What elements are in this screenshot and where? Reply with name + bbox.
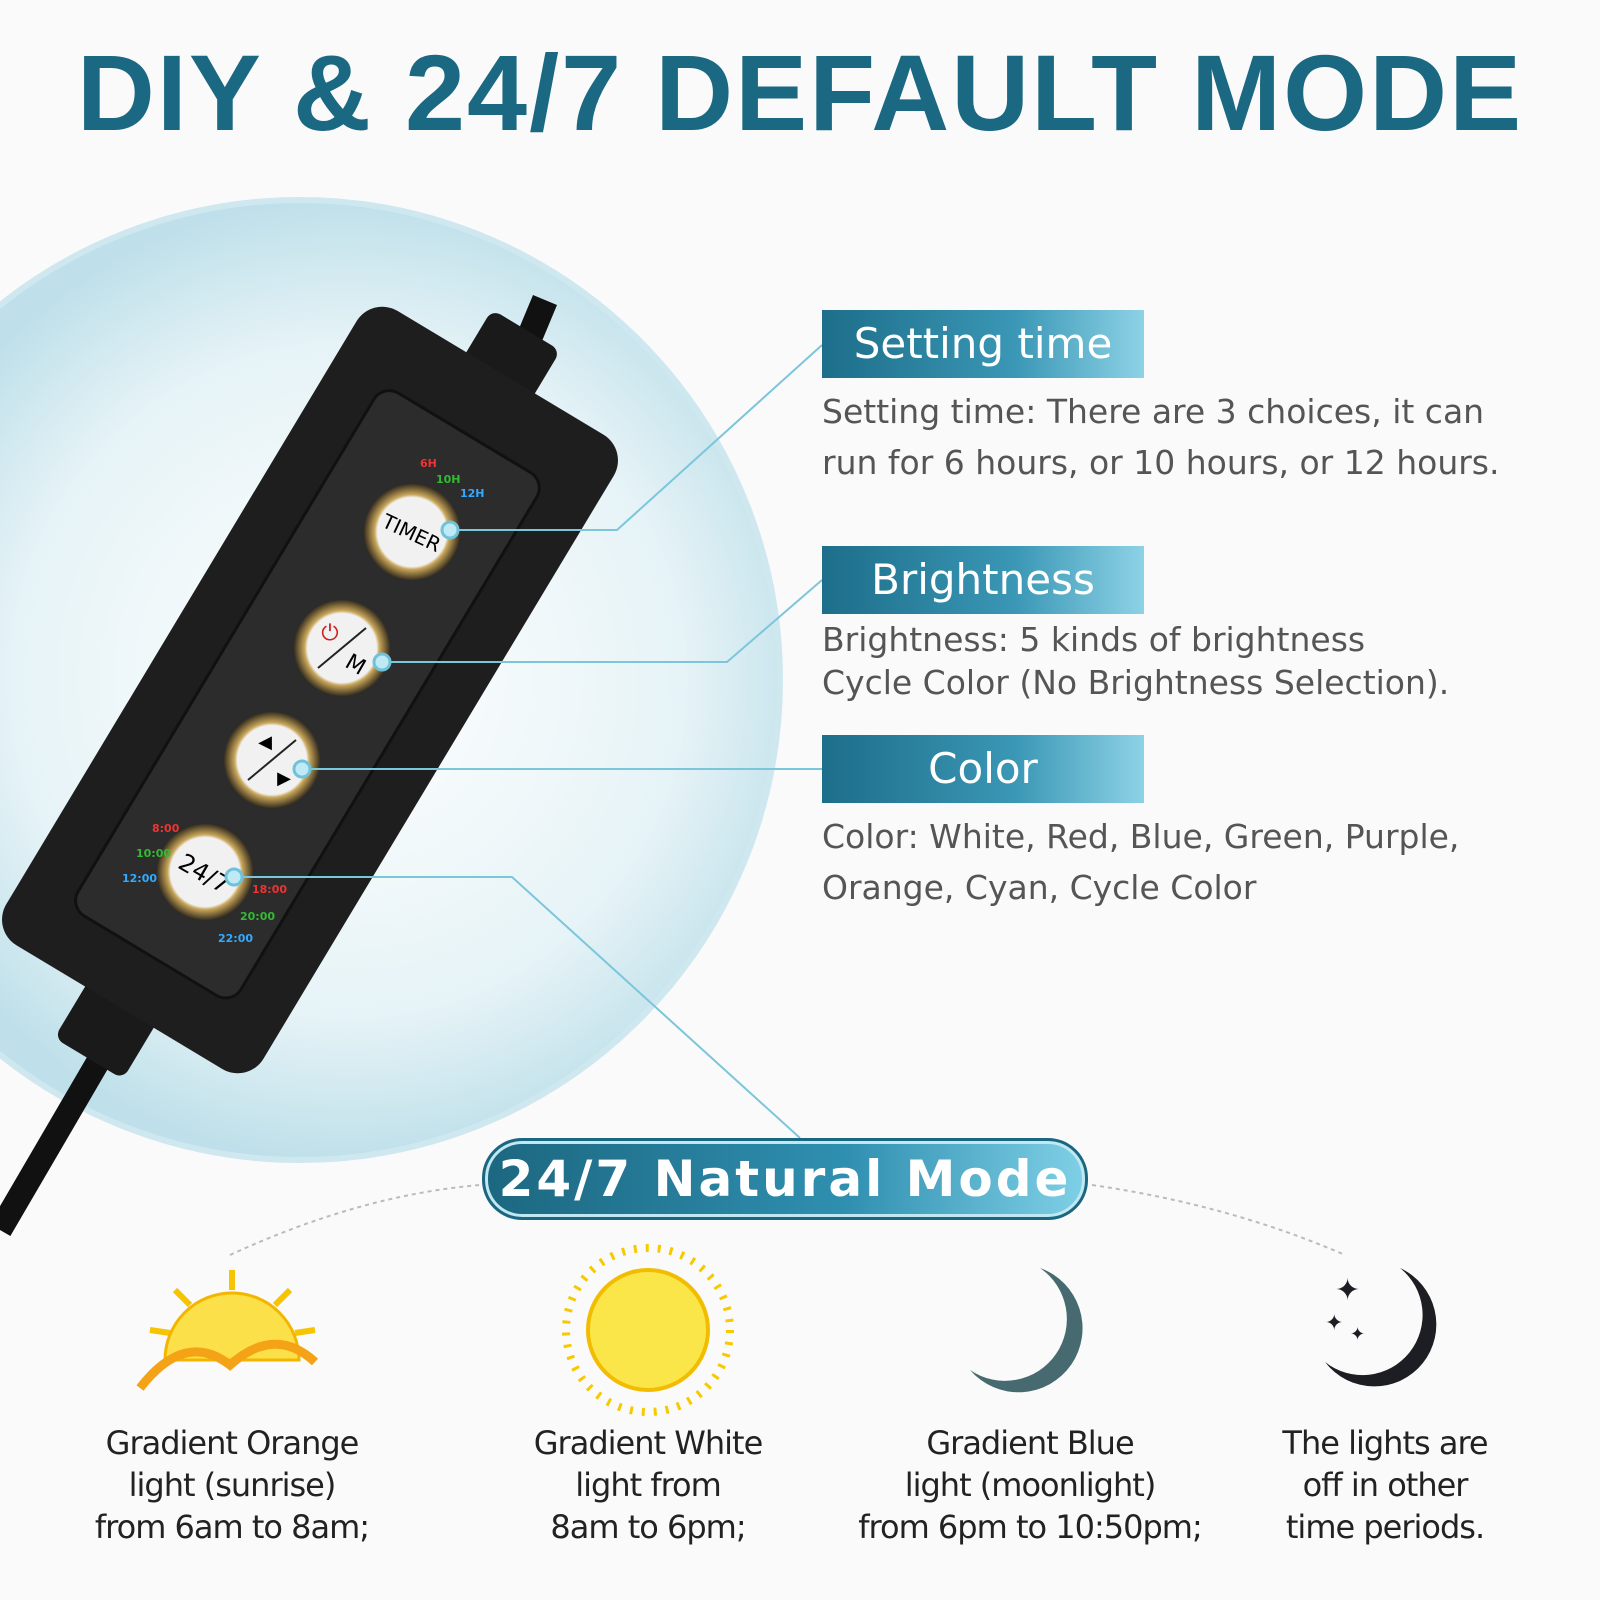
sun-icon xyxy=(562,1244,734,1416)
connector-dots xyxy=(224,520,460,887)
sunrise-icon xyxy=(136,1270,319,1391)
brightness-tab: Brightness xyxy=(822,546,1144,614)
svg-text:✦: ✦ xyxy=(1335,1273,1360,1308)
natural-mode-banner: 24/7 Natural Mode xyxy=(482,1138,1088,1220)
svg-text:12H: 12H xyxy=(460,487,485,500)
cable-bottom xyxy=(0,1043,116,1237)
right-arrow-icon: ▶ xyxy=(277,768,291,789)
24-7-button xyxy=(157,824,253,920)
night-icon: ✦ ✦ ✦ xyxy=(1325,1268,1437,1387)
timer-button xyxy=(364,484,460,580)
svg-text:✦: ✦ xyxy=(1325,1311,1343,1336)
left-arrow-icon: ◀ xyxy=(258,732,272,753)
color-tab: Color xyxy=(822,735,1144,803)
dashed-arc xyxy=(229,1184,1346,1256)
setting-time-desc: Setting time: There are 3 choices, it ca… xyxy=(822,392,1500,482)
svg-text:10H: 10H xyxy=(436,473,461,486)
svg-text:22:00: 22:00 xyxy=(218,932,253,945)
svg-text:18:00: 18:00 xyxy=(252,883,287,896)
color-desc: Color: White, Red, Blue, Green, Purple,O… xyxy=(822,817,1460,907)
power-icon: ⏻ xyxy=(321,621,338,646)
svg-text:12:00: 12:00 xyxy=(122,872,157,885)
page-title: DIY & 24/7 DEFAULT MODE xyxy=(76,32,1524,153)
svg-text:✦: ✦ xyxy=(1350,1324,1365,1345)
connector-lines xyxy=(234,344,823,1139)
svg-text:10:00: 10:00 xyxy=(136,847,171,860)
controller-buttons: TIMER ⏻ M ◀ ▶ 24/7 6H 10H 12H 8:00 10:00… xyxy=(122,457,485,945)
setting-time-tab: Setting time xyxy=(822,310,1144,378)
svg-text:8:00: 8:00 xyxy=(152,822,180,835)
svg-text:6H: 6H xyxy=(420,457,437,470)
svg-text:20:00: 20:00 xyxy=(240,910,275,923)
moon-icon xyxy=(970,1268,1083,1393)
